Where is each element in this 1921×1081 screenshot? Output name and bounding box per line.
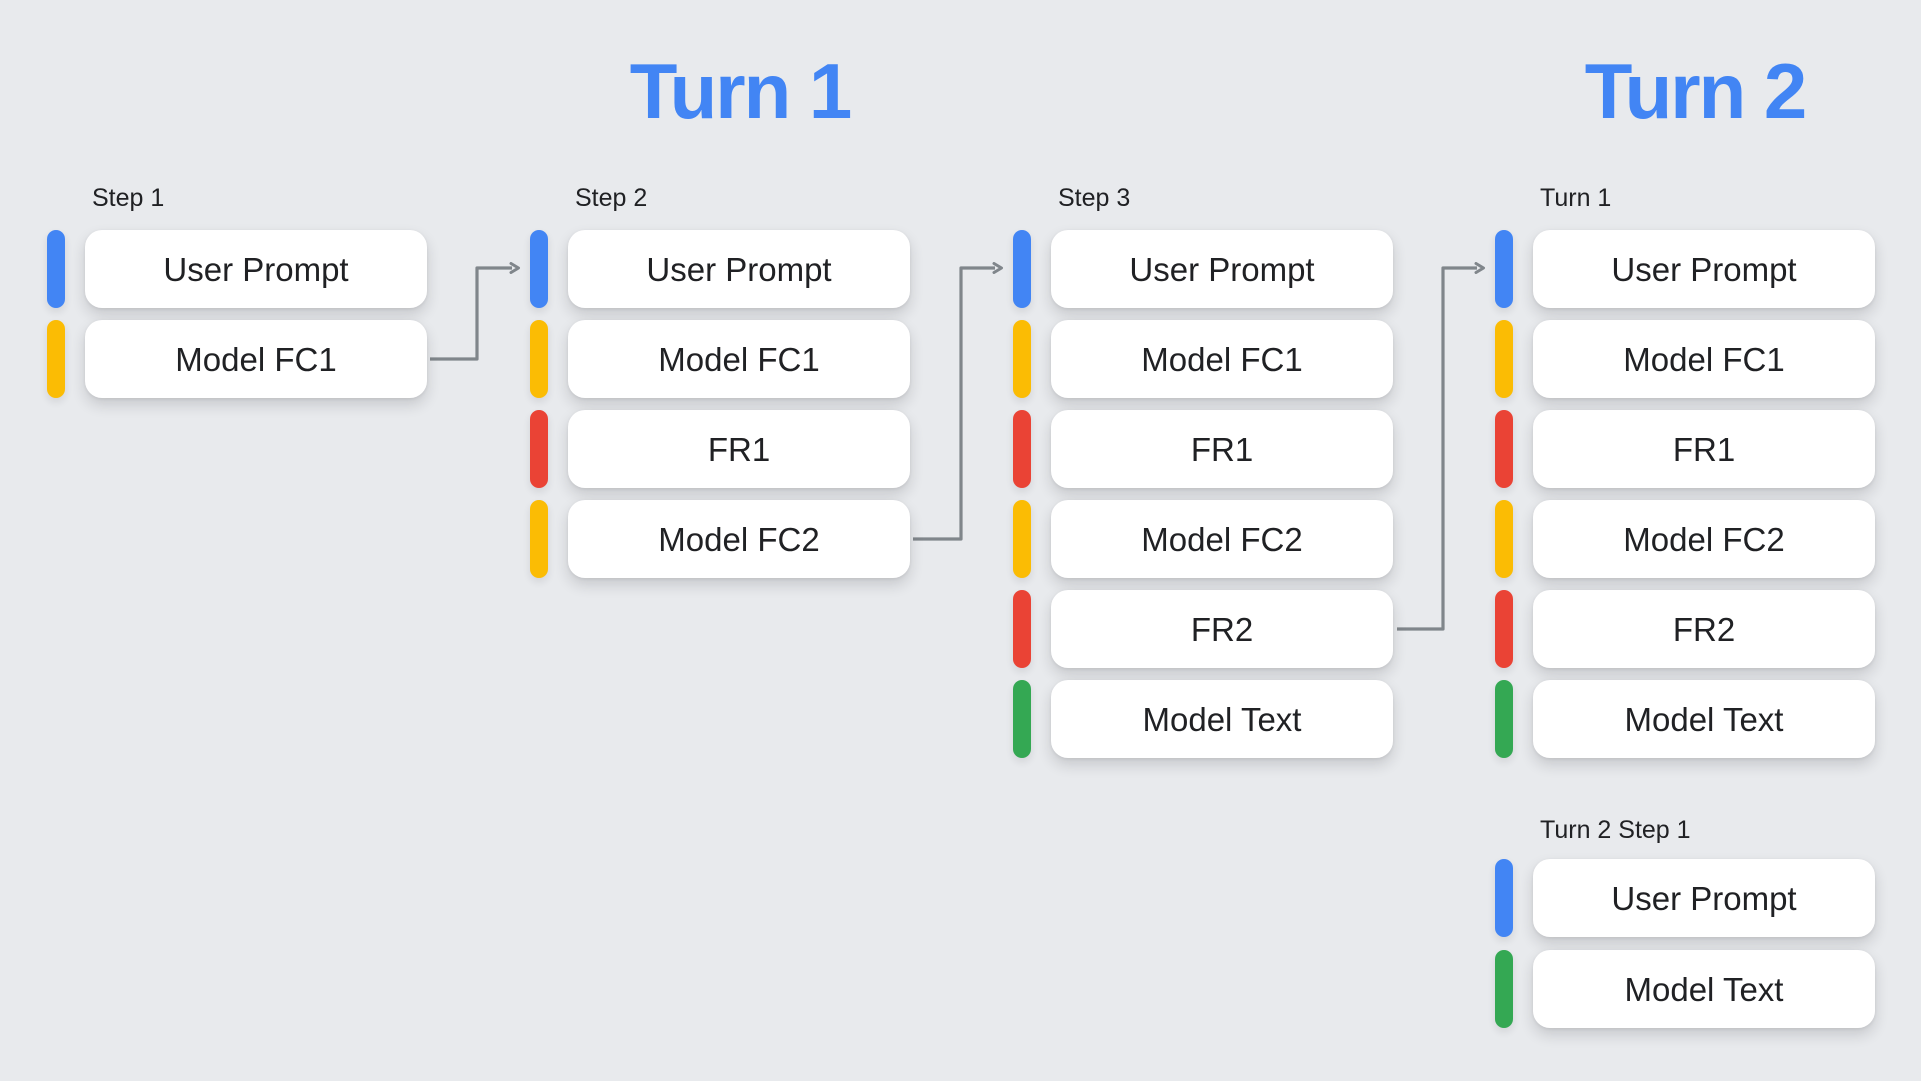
step2-fr1: FR1 xyxy=(530,410,910,488)
message-box: User Prompt xyxy=(568,230,910,308)
model-fc-role-bar xyxy=(47,320,65,398)
turn-1-header: Turn 1 xyxy=(629,47,853,135)
message-box: FR1 xyxy=(1533,410,1875,488)
turn1-fr2: FR2 xyxy=(1495,590,1875,668)
model-fc-role-bar xyxy=(1013,320,1031,398)
model-fc-role-bar xyxy=(1495,320,1513,398)
model-fc-role-bar xyxy=(530,320,548,398)
message-box: Model Text xyxy=(1533,680,1875,758)
message-label: FR2 xyxy=(1190,610,1254,648)
user-role-bar xyxy=(1495,859,1513,937)
message-label: FR1 xyxy=(707,430,771,468)
column-label-step-1: Step 1 xyxy=(92,184,165,212)
user-role-bar xyxy=(530,230,548,308)
turn1-fr1: FR1 xyxy=(1495,410,1875,488)
turn1-model-text: Model Text xyxy=(1495,680,1875,758)
model-fc-role-bar xyxy=(530,500,548,578)
message-label: Model Text xyxy=(1142,700,1302,738)
turn2-step1-user-prompt: User Prompt xyxy=(1495,859,1875,937)
message-box: FR2 xyxy=(1051,590,1393,668)
message-label: Model FC1 xyxy=(1623,340,1785,378)
turn1-model-fc2: Model FC2 xyxy=(1495,500,1875,578)
message-box: Model FC1 xyxy=(1051,320,1393,398)
step3-fr1: FR1 xyxy=(1013,410,1393,488)
message-box: Model FC2 xyxy=(1051,500,1393,578)
model-fc-role-bar xyxy=(1495,500,1513,578)
step3-user-prompt: User Prompt xyxy=(1013,230,1393,308)
column-label-turn-1: Turn 1 xyxy=(1540,184,1612,212)
message-label: Model FC1 xyxy=(658,340,820,378)
message-box: Model Text xyxy=(1051,680,1393,758)
step3-model-fc1: Model FC1 xyxy=(1013,320,1393,398)
step3-model-text: Model Text xyxy=(1013,680,1393,758)
message-box: User Prompt xyxy=(85,230,427,308)
user-role-bar xyxy=(1013,230,1031,308)
message-label: FR1 xyxy=(1190,430,1254,468)
message-box: Model FC1 xyxy=(1533,320,1875,398)
user-role-bar xyxy=(1495,230,1513,308)
message-label: User Prompt xyxy=(646,250,832,288)
arrow-step2-to-step3 xyxy=(913,262,1003,541)
message-label: User Prompt xyxy=(1611,250,1797,288)
turn-2-header: Turn 2 xyxy=(1584,47,1808,135)
arrow-step3-to-turn1 xyxy=(1397,262,1485,631)
message-label: Model Text xyxy=(1624,970,1784,1008)
step3-model-fc2: Model FC2 xyxy=(1013,500,1393,578)
message-label: Model FC1 xyxy=(175,340,337,378)
function-response-role-bar xyxy=(1013,410,1031,488)
step2-user-prompt: User Prompt xyxy=(530,230,910,308)
message-label: User Prompt xyxy=(1129,250,1315,288)
turn1-model-fc1: Model FC1 xyxy=(1495,320,1875,398)
message-label: FR2 xyxy=(1672,610,1736,648)
message-box: Model FC2 xyxy=(568,500,910,578)
message-box: Model Text xyxy=(1533,950,1875,1028)
message-box: Model FC2 xyxy=(1533,500,1875,578)
message-box: FR1 xyxy=(1051,410,1393,488)
function-response-role-bar xyxy=(1495,410,1513,488)
message-label: Model FC2 xyxy=(658,520,820,558)
message-box: FR2 xyxy=(1533,590,1875,668)
message-label: Model FC2 xyxy=(1623,520,1785,558)
column-label-turn-2-step-1: Turn 2 Step 1 xyxy=(1540,816,1691,844)
column-label-step-2: Step 2 xyxy=(575,184,648,212)
message-box: Model FC1 xyxy=(85,320,427,398)
step2-model-fc2: Model FC2 xyxy=(530,500,910,578)
arrow-step1-to-step2 xyxy=(430,262,520,361)
model-fc-role-bar xyxy=(1013,500,1031,578)
function-response-role-bar xyxy=(530,410,548,488)
message-box: Model FC1 xyxy=(568,320,910,398)
step1-user-prompt: User Prompt xyxy=(47,230,427,308)
step1-model-fc1: Model FC1 xyxy=(47,320,427,398)
message-box: User Prompt xyxy=(1533,859,1875,937)
message-label: Model Text xyxy=(1624,700,1784,738)
message-box: FR1 xyxy=(568,410,910,488)
message-box: User Prompt xyxy=(1051,230,1393,308)
turn1-user-prompt: User Prompt xyxy=(1495,230,1875,308)
user-role-bar xyxy=(47,230,65,308)
model-text-role-bar xyxy=(1013,680,1031,758)
message-box: User Prompt xyxy=(1533,230,1875,308)
step3-fr2: FR2 xyxy=(1013,590,1393,668)
function-response-role-bar xyxy=(1495,590,1513,668)
message-label: User Prompt xyxy=(1611,879,1797,917)
function-response-role-bar xyxy=(1013,590,1031,668)
message-label: Model FC1 xyxy=(1141,340,1303,378)
model-text-role-bar xyxy=(1495,680,1513,758)
model-text-role-bar xyxy=(1495,950,1513,1028)
step2-model-fc1: Model FC1 xyxy=(530,320,910,398)
message-label: FR1 xyxy=(1672,430,1736,468)
message-label: Model FC2 xyxy=(1141,520,1303,558)
message-label: User Prompt xyxy=(163,250,349,288)
turn2-step1-model-text: Model Text xyxy=(1495,950,1875,1028)
column-label-step-3: Step 3 xyxy=(1058,184,1131,212)
